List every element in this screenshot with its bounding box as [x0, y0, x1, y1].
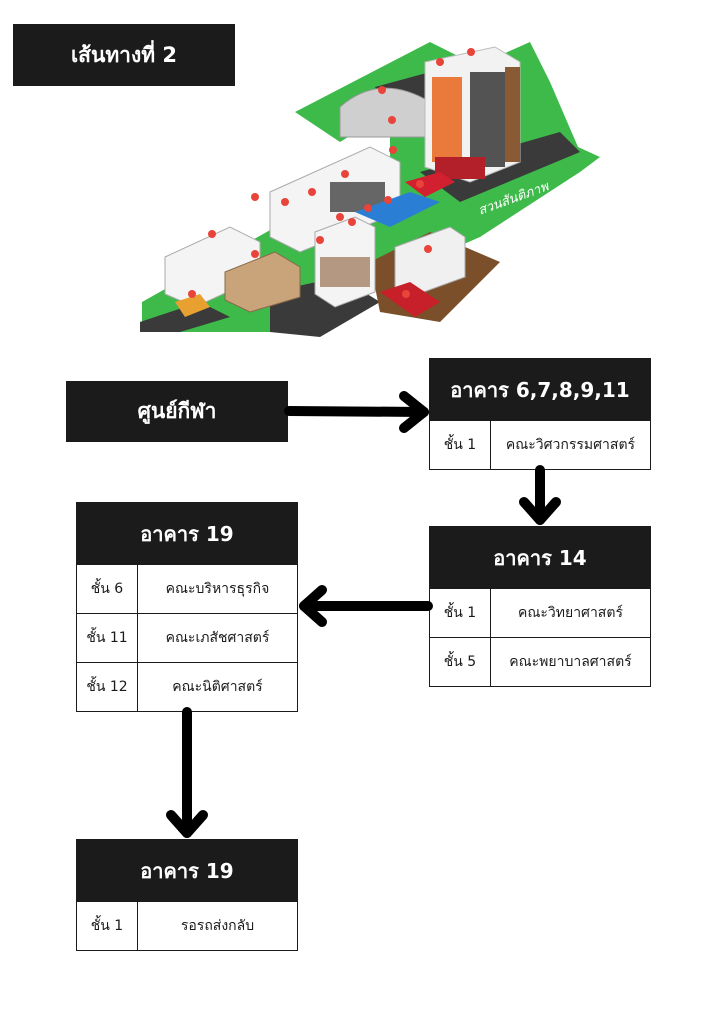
map-pin: [364, 204, 372, 212]
map-pin: [208, 230, 216, 238]
floor-cell: ชั้น 1: [430, 421, 491, 469]
map-pin: [251, 250, 259, 258]
table-row: ชั้น 1 คณะวิทยาศาสตร์: [430, 588, 650, 637]
table-row: ชั้น 1 คณะวิศวกรรมศาสตร์: [430, 420, 650, 469]
faculty-cell: คณะนิติศาสตร์: [172, 679, 263, 695]
arrow-right-icon: [284, 391, 429, 433]
map-pin: [416, 180, 424, 188]
floor-cell: ชั้น 11: [77, 614, 138, 662]
route-title: เส้นทางที่ 2: [13, 24, 235, 86]
building-3: [224, 251, 301, 313]
map-pin: [188, 290, 196, 298]
map-pin: [341, 170, 349, 178]
building-title: อาคาร 19: [77, 840, 297, 901]
map-pin: [251, 193, 259, 201]
arrow-down-icon: [166, 707, 208, 838]
campus-map: สวนสันติภาพ: [140, 42, 600, 337]
floor-cell: ชั้น 1: [77, 902, 138, 950]
floor-cell: ชั้น 6: [77, 565, 138, 613]
building-title: อาคาร 19: [77, 503, 297, 564]
building-card-b4: อาคาร 19 ชั้น 1 รอรถส่งกลับ: [76, 839, 298, 951]
red-hall: [405, 172, 455, 197]
pool: [355, 192, 440, 227]
building-title: อาคาร 14: [430, 527, 650, 588]
map-pin: [316, 236, 324, 244]
faculty-cell: คณะวิศวกรรมศาสตร์: [505, 437, 636, 453]
floor-cell: ชั้น 5: [430, 638, 491, 686]
map-pin: [402, 290, 410, 298]
building-title: อาคาร 6,7,8,9,11: [430, 359, 650, 420]
faculty-cell: รอรถส่งกลับ: [180, 918, 255, 934]
map-pins: [188, 48, 475, 298]
map-pin: [308, 188, 316, 196]
map-pin: [384, 196, 392, 204]
building-card-b1: อาคาร 6,7,8,9,11 ชั้น 1 คณะวิศวกรรมศาสตร…: [429, 358, 651, 470]
map-pin: [348, 218, 356, 226]
map-pin: [436, 58, 444, 66]
faculty-cell: คณะพยาบาลศาสตร์: [509, 654, 632, 670]
floor-cell: ชั้น 12: [77, 663, 138, 711]
arrow-down-icon: [519, 465, 561, 525]
red-roof: [380, 282, 440, 317]
small-building-1: [175, 294, 210, 317]
map-pin: [389, 146, 397, 154]
faculty-cell: คณะวิทยาศาสตร์: [518, 605, 623, 621]
faculty-cell: คณะบริหารธุรกิจ: [165, 581, 270, 597]
table-row: ชั้น 12 คณะนิติศาสตร์: [77, 662, 297, 711]
map-pin: [378, 86, 386, 94]
building-card-b3: อาคาร 19 ชั้น 6 คณะบริหารธุรกิจ ชั้น 11 …: [76, 502, 298, 712]
faculty-cell: คณะเภสัชศาสตร์: [165, 630, 270, 646]
map-pin: [388, 116, 396, 124]
building-card-b2: อาคาร 14 ชั้น 1 คณะวิทยาศาสตร์ ชั้น 5 คณ…: [429, 526, 651, 687]
start-sports-center: ศูนย์กีฬา: [66, 381, 288, 442]
table-row: ชั้น 6 คณะบริหารธุรกิจ: [77, 564, 297, 613]
floor-cell: ชั้น 1: [430, 589, 491, 637]
map-pin: [424, 245, 432, 253]
table-row: ชั้น 1 รอรถส่งกลับ: [77, 901, 297, 950]
table-row: ชั้น 5 คณะพยาบาลศาสตร์: [430, 637, 650, 686]
table-row: ชั้น 11 คณะเภสัชศาสตร์: [77, 613, 297, 662]
map-pin: [467, 48, 475, 56]
map-pin: [281, 198, 289, 206]
map-pin: [336, 213, 344, 221]
arrow-left-icon: [299, 585, 433, 627]
